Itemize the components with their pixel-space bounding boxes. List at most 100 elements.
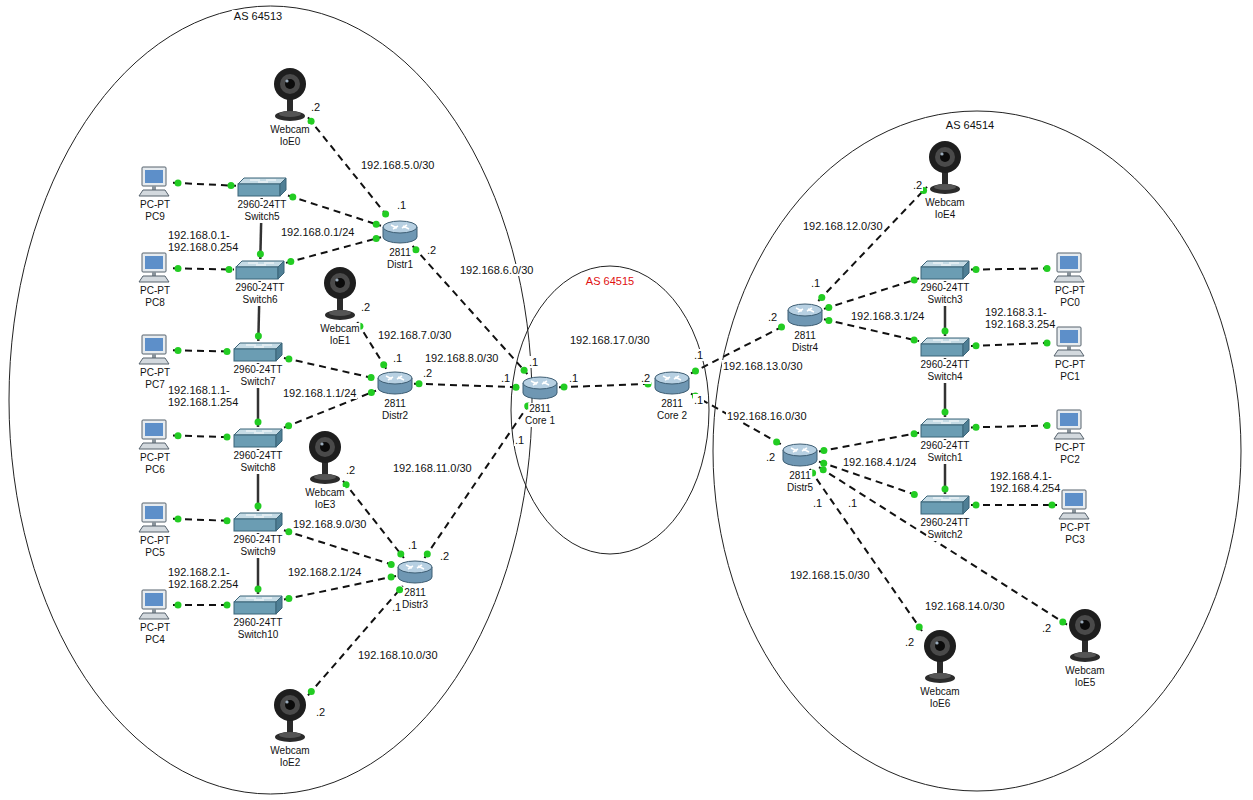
network-link [284,391,376,428]
link-status-dot [692,393,699,400]
link-status-dot [942,328,949,335]
device-name-label: Core 2 [656,410,688,422]
device-name-label: Core 1 [524,415,556,427]
link-status-dot [916,623,923,630]
interface-label: .2 [439,550,450,562]
pc-node: PC-PTPC7 [137,334,173,366]
switch-icon [236,176,288,198]
link-status-dot [175,180,182,187]
network-link [818,187,927,301]
device-name-label: PC2 [1059,454,1080,466]
link-status-dot [1044,422,1051,429]
address-range-label: 192.168.3.1- 192.168.3.254 [984,306,1056,330]
webcam-node: WebcamIoE3 [307,430,343,486]
network-link [971,504,1057,506]
webcam-icon [922,629,958,685]
webcam-node: WebcamIoE0 [272,67,308,123]
pc-node: PC-PTPC0 [1052,252,1088,284]
gateway-label: 192.168.3.1/24 [850,310,925,322]
link-status-dot [942,486,949,493]
device-name-label: Distr3 [401,599,429,611]
subnet-label: 192.168.9.0/30 [292,518,367,530]
switch-icon [919,417,971,439]
device-model-label: 2960-24TT [233,617,284,629]
link-status-dot [521,367,528,374]
link-status-dot [382,211,389,218]
switch-node: 2960-24TTSwitch5 [236,176,288,198]
subnet-label: 192.168.6.0/30 [459,264,534,276]
gateway-label: 192.168.1.1/24 [282,387,357,399]
network-link [971,343,1052,346]
interface-label: .1 [810,277,821,289]
link-status-dot [226,266,233,273]
link-status-dot [973,424,980,431]
network-link [308,586,403,695]
webcam-node: WebcamIoE1 [322,266,358,322]
link-status-dot [973,502,980,509]
address-range-label: 192.168.2.1- 192.168.2.254 [167,566,239,590]
interface-label: .1 [693,394,704,406]
link-status-dot [825,304,832,311]
device-model-label: 2960-24TT [920,440,971,452]
network-link [357,322,386,369]
link-status-dot [257,251,264,258]
link-status-dot [224,434,231,441]
device-model-label: 2811 [660,398,684,410]
device-name-label: IoE4 [934,209,957,221]
webcam-node: WebcamIoE5 [1067,608,1103,664]
webcam-icon [272,67,308,123]
interface-label: .1 [500,372,511,384]
subnet-label: 192.168.8.0/30 [424,352,499,364]
network-link [414,384,521,388]
network-link [173,268,234,269]
switch-icon [919,259,971,281]
network-link [288,196,381,226]
device-model-label: 2960-24TT [920,359,971,371]
device-model-label: Webcam [924,197,965,209]
region-ellipse [9,6,532,794]
link-status-dot [368,389,375,396]
gateway-label: 192.168.0.1/24 [280,226,355,238]
device-name-label: IoE3 [314,499,337,511]
link-status-dot [818,294,825,301]
subnet-label: 192.168.15.0/30 [789,569,871,581]
device-name-label: Switch10 [237,629,280,641]
link-status-dot [825,317,832,324]
link-status-dot [175,602,182,609]
link-status-dot [228,182,235,189]
network-link [819,462,919,496]
network-link [824,278,919,309]
device-model-label: PC-PT [139,452,171,464]
interface-label: .2 [426,244,437,256]
device-name-label: Switch4 [926,371,963,383]
device-model-label: 2811 [788,470,812,482]
device-name-label: PC3 [1064,534,1085,546]
link-status-dot [773,438,780,445]
device-model-label: 2960-24TT [235,282,286,294]
pc-icon [1052,409,1088,441]
device-model-label: 2811 [528,403,552,415]
webcam-icon [322,266,358,322]
link-status-dot [255,503,262,510]
link-status-dot [373,235,380,242]
device-name-label: Switch2 [926,529,963,541]
device-model-label: PC-PT [1054,285,1086,297]
device-name-label: IoE2 [279,757,302,769]
network-link [284,530,396,566]
subnet-label: 192.168.17.0/30 [569,334,651,346]
device-model-label: PC-PT [139,367,171,379]
router-node: 2811Distr3 [396,558,434,586]
router-node: 2811Core 1 [521,374,559,402]
device-name-label: PC8 [144,297,165,309]
pc-icon [137,589,173,621]
interface-label: .2 [360,301,371,313]
pc-icon [137,502,173,534]
subnet-label: 192.168.10.0/30 [357,649,439,661]
link-status-dot [388,561,395,568]
link-status-dot [513,384,520,391]
pc-node: PC-PTPC2 [1052,409,1088,441]
link-status-dot [373,221,380,228]
switch-node: 2960-24TTSwitch3 [919,259,971,281]
device-model-label: 2811 [388,247,412,259]
